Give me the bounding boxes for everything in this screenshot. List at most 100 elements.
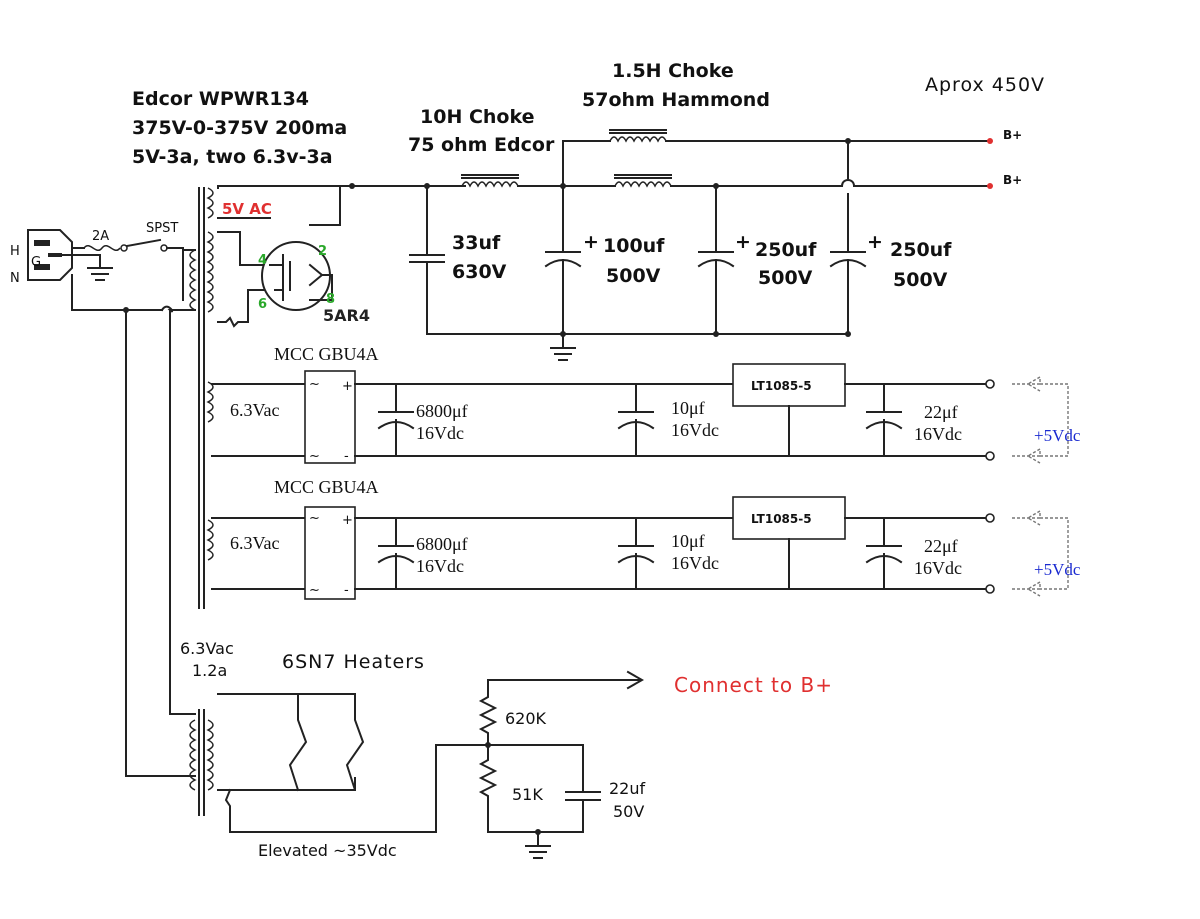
neutral-label: N <box>10 271 20 286</box>
supply1-c3-voltage: 16Vdc <box>914 424 962 444</box>
cap-100uf-voltage: 500V <box>606 265 661 287</box>
supply2-c3-value: 22μf <box>924 536 958 556</box>
bridge1-label: MCC GBU4A <box>274 344 379 364</box>
power-transformer <box>182 187 214 609</box>
cap-100uf <box>544 185 582 335</box>
cap-250uf-b-voltage: 500V <box>893 269 948 291</box>
tube-pin-2: 2 <box>318 244 327 259</box>
supply1-out-minus[interactable] <box>985 451 995 461</box>
supply1-c3-value: 22μf <box>924 402 958 422</box>
supply1-c1-voltage: 16Vdc <box>416 423 464 443</box>
bridge1-minus: - <box>344 449 349 464</box>
tube-pin-4: 4 <box>258 253 267 268</box>
cap-100uf-value: 100uf <box>603 235 665 257</box>
cap-250uf-b-plus: + <box>867 231 883 253</box>
heater-ground-icon <box>525 831 551 859</box>
hot-label: H <box>10 244 20 259</box>
bplus-terminal-2[interactable] <box>987 183 993 189</box>
arrow-right-icon <box>626 670 645 690</box>
bridge2-ac1: ~ <box>309 511 320 526</box>
iec-inlet: H G N <box>10 229 73 286</box>
supply2-output-label: +5Vdc <box>1034 560 1081 579</box>
connect-bplus-label: Connect to B+ <box>674 673 833 697</box>
output-voltage-label: Aprox 450V <box>925 74 1045 96</box>
resistor-620k-label: 620K <box>505 709 547 728</box>
choke2-coil <box>609 136 667 143</box>
choke1-resistance: 75 ohm Edcor <box>408 134 555 156</box>
supply2-out-minus[interactable] <box>985 584 995 594</box>
5v-supply-2: MCC GBU4A 6.3Vac ~ + ~ - LT1085-5 6800μf… <box>211 477 1081 600</box>
bplus-label-1: B+ <box>1003 128 1022 142</box>
bplus-label-2: B+ <box>1003 173 1022 187</box>
bridge2-plus: + <box>342 513 353 528</box>
bridge2-label: MCC GBU4A <box>274 477 379 497</box>
heater-cap-voltage: 50V <box>613 802 644 821</box>
choke2-inductance: 1.5H Choke <box>612 60 734 82</box>
divider-resistors <box>478 679 584 833</box>
cap-250uf-a <box>697 185 735 335</box>
transformer-label: Edcor WPWR134 375V-0-375V 200ma 5V-3a, t… <box>132 88 347 168</box>
rectifier-winding-label: 5V AC <box>222 200 272 218</box>
heater-winding-current: 1.2a <box>192 661 227 680</box>
tube-type-label: 5AR4 <box>323 306 370 325</box>
transformer-hv-rating: 375V-0-375V 200ma <box>132 117 347 139</box>
fuse <box>83 245 121 251</box>
bridge2-minus: - <box>344 583 349 598</box>
supply2-out-plus[interactable] <box>985 513 995 523</box>
choke1-coil <box>461 181 519 188</box>
chassis-ground-icon <box>87 267 113 281</box>
supply2-c3-voltage: 16Vdc <box>914 558 962 578</box>
regulator2-label: LT1085-5 <box>751 512 812 526</box>
switch-label: SPST <box>146 221 178 236</box>
cap-33uf <box>409 185 445 335</box>
supply2-c1-voltage: 16Vdc <box>416 556 464 576</box>
supply1-c1-value: 6800μf <box>416 401 468 421</box>
5ar4-rectifier-tube <box>261 241 333 311</box>
regulator1-label: LT1085-5 <box>751 379 812 393</box>
bridge1-ac1: ~ <box>309 377 320 392</box>
choke1-inductance: 10H Choke <box>420 106 535 128</box>
supply1-output-arrows <box>1012 375 1069 464</box>
supply2-c1-value: 6800μf <box>416 534 468 554</box>
transformer-model: Edcor WPWR134 <box>132 88 309 110</box>
supply1-ac-label: 6.3Vac <box>230 400 279 420</box>
cap-250uf-a-plus: + <box>735 231 751 253</box>
transformer-lv-rating: 5V-3a, two 6.3v-3a <box>132 146 333 168</box>
spst-switch[interactable] <box>125 238 162 248</box>
cap-250uf-a-voltage: 500V <box>758 267 813 289</box>
resistor-51k-label: 51K <box>512 785 543 804</box>
tube-pin-6: 6 <box>258 297 267 312</box>
ground-label: G <box>31 255 41 270</box>
bridge1-ac2: ~ <box>309 449 320 464</box>
choke-b-coil <box>614 181 672 188</box>
supply1-output-label: +5Vdc <box>1034 426 1081 445</box>
bridge1-rectifier <box>304 370 356 464</box>
cap-250uf-b <box>829 241 867 335</box>
cap-33uf-voltage: 630V <box>452 261 507 283</box>
cap-250uf-b-value: 250uf <box>890 239 952 261</box>
heater-title: 6SN7 Heaters <box>282 651 425 673</box>
bridge2-rectifier <box>304 506 356 600</box>
bplus-terminal-1[interactable] <box>987 138 993 144</box>
supply2-ac-label: 6.3Vac <box>230 533 279 553</box>
tube-pin-8: 8 <box>326 292 335 307</box>
heater-cap-value: 22uf <box>609 779 646 798</box>
bridge1-plus: + <box>342 379 353 394</box>
hv-ground-icon <box>550 333 576 361</box>
5v-supply-1: MCC GBU4A 6.3Vac ~ + ~ - LT1085-5 6800μf… <box>211 344 1081 464</box>
fuse-rating: 2A <box>92 229 109 244</box>
choke2-resistance: 57ohm Hammond <box>582 89 770 111</box>
heater-transformer <box>189 709 214 816</box>
supply1-out-plus[interactable] <box>985 379 995 389</box>
cap-33uf-value: 33uf <box>452 232 501 254</box>
supply1-c2-value: 10μf <box>671 398 705 418</box>
supply2-c2-value: 10μf <box>671 531 705 551</box>
cap-100uf-plus: + <box>583 231 599 253</box>
supply1-c2-voltage: 16Vdc <box>671 420 719 440</box>
supply2-c2-voltage: 16Vdc <box>671 553 719 573</box>
regulator2 <box>732 496 846 540</box>
cap-250uf-a-value: 250uf <box>755 239 817 261</box>
bridge2-ac2: ~ <box>309 583 320 598</box>
heater-winding-voltage: 6.3Vac <box>180 639 234 658</box>
